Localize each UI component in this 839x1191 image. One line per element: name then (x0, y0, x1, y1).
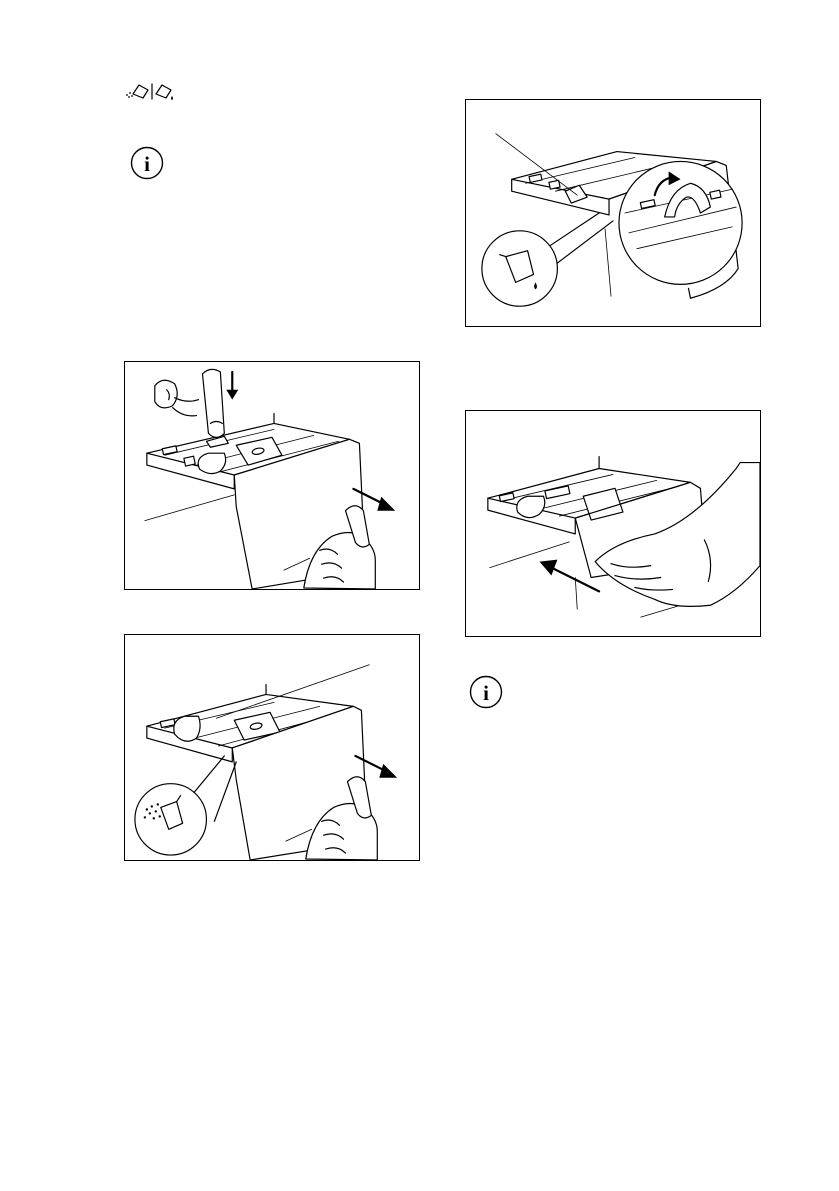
figure-powder-position (124, 634, 420, 861)
powder-and-liquid-detergent-icon (124, 80, 176, 102)
info-glyph: i (144, 152, 150, 176)
figure-push-drawer-in (465, 410, 761, 637)
info-icon: i (130, 146, 164, 180)
figure-liquid-position (465, 99, 761, 327)
info-glyph: i (483, 681, 489, 705)
info-icon: i (469, 675, 503, 709)
figure-pull-out-drawer (124, 361, 420, 590)
